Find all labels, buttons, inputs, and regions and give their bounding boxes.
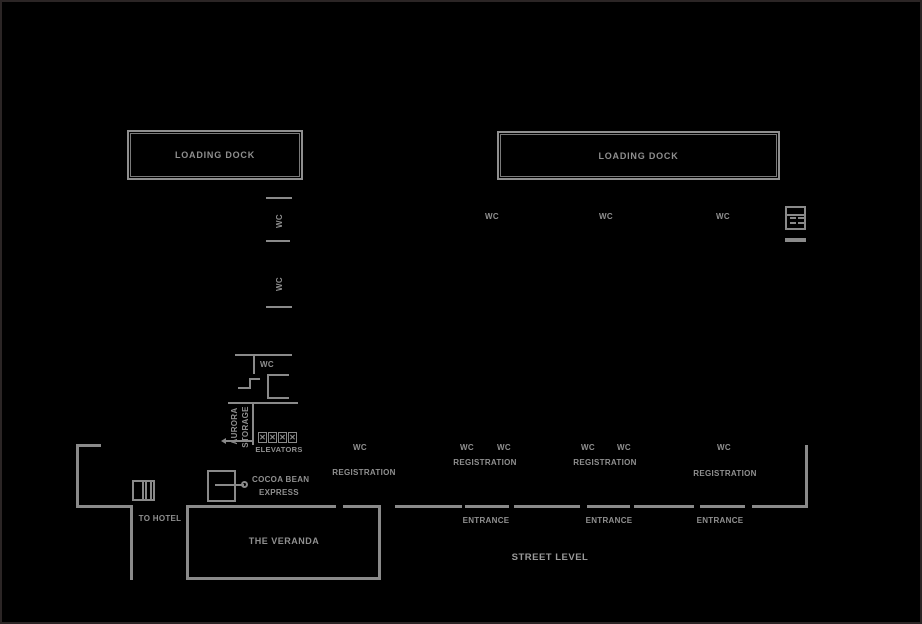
escalator-icon xyxy=(785,206,806,230)
entrance-label: ENTRANCE xyxy=(696,516,744,525)
wall-segment xyxy=(76,444,79,508)
door-jamb xyxy=(238,387,250,389)
wall-segment xyxy=(130,505,133,580)
elevator-car-icon: ✕ xyxy=(268,432,277,443)
entrance-label: ENTRANCE xyxy=(585,516,633,525)
street-level-label: STREET LEVEL xyxy=(511,552,589,563)
keynote-circle xyxy=(241,481,248,488)
elevator-car-icon: ✕ xyxy=(258,432,267,443)
wall-segment xyxy=(395,505,462,508)
wc-label: WC xyxy=(485,212,499,221)
veranda-label: THE VERANDA xyxy=(248,536,320,546)
wall-segment xyxy=(634,505,694,508)
loading-dock-label: LOADING DOCK xyxy=(174,150,256,160)
wall-segment xyxy=(235,354,292,356)
registration-area-label: REGISTRATION xyxy=(573,458,637,467)
leader-line xyxy=(215,484,244,486)
wall-segment xyxy=(378,505,381,580)
wall-segment xyxy=(228,402,298,404)
loading-dock-left: LOADING DOCK xyxy=(127,130,303,180)
door-jamb xyxy=(249,378,260,380)
wall-segment xyxy=(253,354,255,374)
wall-segment xyxy=(267,397,289,399)
elevator-car-icon: ✕ xyxy=(288,432,297,443)
cocoa-bean-express-counter xyxy=(207,470,236,502)
wall-segment xyxy=(252,404,254,445)
wall-segment xyxy=(267,374,269,399)
wall-segment xyxy=(267,374,289,376)
wall-segment xyxy=(752,505,808,508)
wall-segment xyxy=(186,577,381,580)
registration-area-label: REGISTRATION xyxy=(693,469,757,478)
wall-segment xyxy=(226,440,252,442)
elevator-car-icon: ✕ xyxy=(278,432,287,443)
wc-room-label: WC xyxy=(260,360,274,369)
wc-label: WC xyxy=(353,443,367,452)
loading-dock-inner-border xyxy=(130,133,300,177)
registration-area-label: REGISTRATION xyxy=(453,458,517,467)
wc-label: WC xyxy=(275,214,284,228)
wc-label: WC xyxy=(275,277,284,291)
wall-segment xyxy=(465,505,509,508)
wall-segment xyxy=(76,505,133,508)
aurora-storage-label: AURORA xyxy=(230,407,239,445)
elevators-label: ELEVATORS xyxy=(255,445,303,454)
door-jamb xyxy=(249,378,251,389)
wc-label: WC xyxy=(497,443,511,452)
escalator-landing-bar xyxy=(785,238,806,242)
door-arrow-icon xyxy=(221,438,226,444)
loading-dock-label: LOADING DOCK xyxy=(598,150,679,161)
registration-area-label: REGISTRATION xyxy=(332,468,396,477)
wc-label: WC xyxy=(617,443,631,452)
elevator-bank: ✕ ✕ ✕ ✕ xyxy=(258,432,297,443)
wall-segment xyxy=(186,505,336,508)
cocoa-bean-express-label: EXPRESS xyxy=(259,488,299,497)
wall-segment xyxy=(266,197,292,199)
wc-label: WC xyxy=(717,443,731,452)
to-hotel-label: TO HOTEL xyxy=(138,514,182,523)
wc-label: WC xyxy=(716,212,730,221)
wall-segment xyxy=(343,505,381,508)
cocoa-bean-express-label: COCOA BEAN xyxy=(252,475,310,484)
wc-label: WC xyxy=(581,443,595,452)
wc-label: WC xyxy=(599,212,613,221)
wall-segment xyxy=(76,444,101,447)
stairs-icon xyxy=(132,480,155,501)
entrance-label: ENTRANCE xyxy=(462,516,510,525)
loading-dock-right: LOADING DOCK xyxy=(497,131,780,180)
wall-segment xyxy=(266,306,292,308)
loading-dock-inner-border xyxy=(500,134,777,177)
wall-segment xyxy=(186,505,189,580)
wall-segment xyxy=(700,505,745,508)
wall-segment xyxy=(587,505,630,508)
wall-segment xyxy=(514,505,580,508)
wall-segment xyxy=(805,445,808,508)
wc-label: WC xyxy=(460,443,474,452)
wall-segment xyxy=(266,240,290,242)
